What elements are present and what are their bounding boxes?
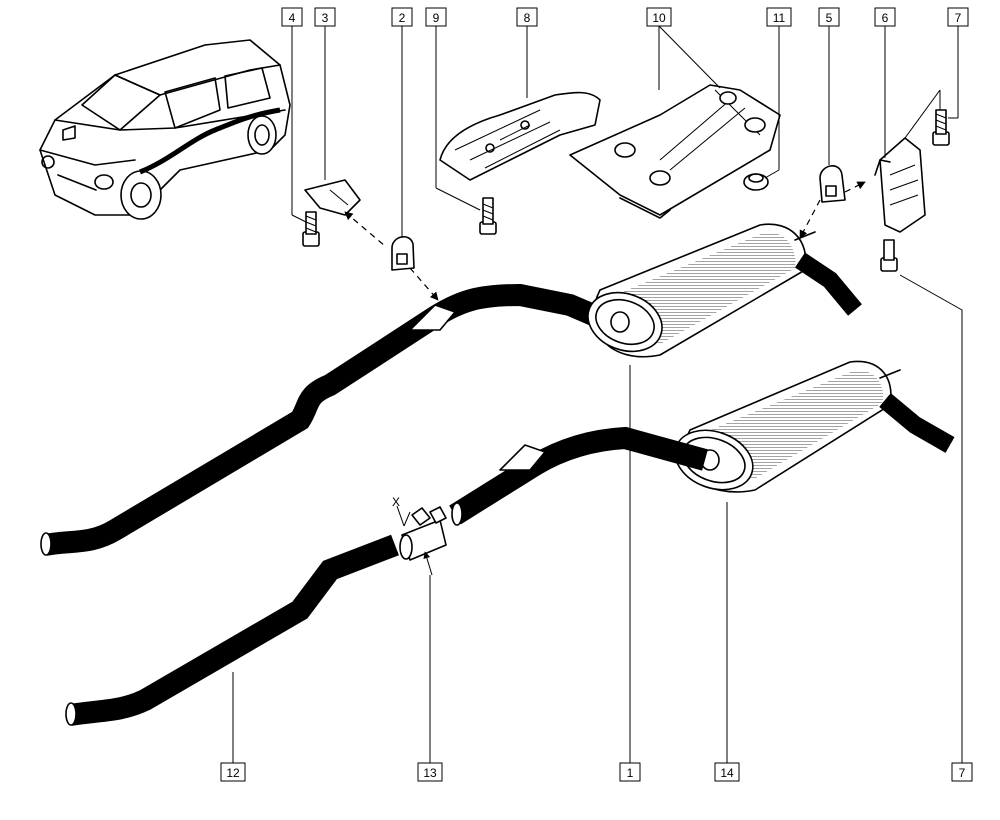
svg-text:7: 7: [955, 11, 962, 25]
assembly-arrow-5-muffler: [799, 199, 821, 239]
assembly-arrow-3-2: [344, 211, 386, 247]
callout-13: 13: [417, 762, 443, 782]
svg-text:7: 7: [959, 766, 966, 780]
svg-text:11: 11: [773, 11, 786, 25]
svg-text:4: 4: [289, 11, 296, 25]
svg-text:9: 9: [433, 11, 440, 25]
heat-shield-large: [569, 84, 781, 219]
callout-8: 8: [516, 7, 538, 27]
bolt-4: [302, 211, 320, 247]
callout-5: 5: [818, 7, 840, 27]
rubber-mount-2: [391, 236, 415, 271]
front-exhaust-pipe: [40, 283, 610, 556]
leader-lines: [232, 25, 963, 763]
svg-text:1: 1: [627, 766, 634, 780]
callout-7-top: 7: [947, 7, 969, 27]
bolt-7-bottom: [880, 239, 898, 272]
callout-3: 3: [314, 7, 336, 27]
callout-10: 10: [646, 7, 672, 27]
center-silencer: [587, 223, 862, 358]
callout-14: 14: [714, 762, 740, 782]
svg-text:8: 8: [524, 11, 531, 25]
assembly-arrow-2-pipe: [409, 267, 439, 301]
intermediate-pipe: [449, 426, 708, 526]
bolt-9: [479, 197, 497, 235]
svg-text:10: 10: [652, 11, 666, 25]
svg-text:2: 2: [399, 11, 406, 25]
callout-9: 9: [425, 7, 447, 27]
bracket-6: [874, 137, 926, 233]
svg-text:12: 12: [226, 766, 240, 780]
lower-front-pipe: [65, 534, 399, 726]
nut-11: [743, 173, 769, 191]
svg-text:14: 14: [720, 766, 734, 780]
callout-7-bottom: 7: [951, 762, 973, 782]
car-illustration: [39, 39, 291, 220]
callout-2: 2: [391, 7, 413, 27]
svg-text:5: 5: [826, 11, 833, 25]
callout-11: 11: [766, 7, 792, 27]
clamp-pointer-arrow: [423, 551, 433, 576]
callout-1: 1: [619, 762, 641, 782]
svg-text:6: 6: [882, 11, 889, 25]
bolt-7-top: [932, 109, 950, 146]
callout-4: 4: [281, 7, 303, 27]
dimension-x-label: X: [392, 495, 400, 509]
heat-shield-small: [439, 91, 601, 181]
pipe-clamp: X: [392, 495, 447, 561]
callout-12: 12: [220, 762, 246, 782]
svg-text:13: 13: [423, 766, 437, 780]
assembly-arrow-5-6: [844, 181, 866, 193]
rear-silencer: [674, 360, 955, 493]
rubber-mount-5: [819, 165, 846, 203]
callout-6: 6: [874, 7, 896, 27]
svg-text:3: 3: [322, 11, 329, 25]
bracket-3: [304, 179, 361, 216]
